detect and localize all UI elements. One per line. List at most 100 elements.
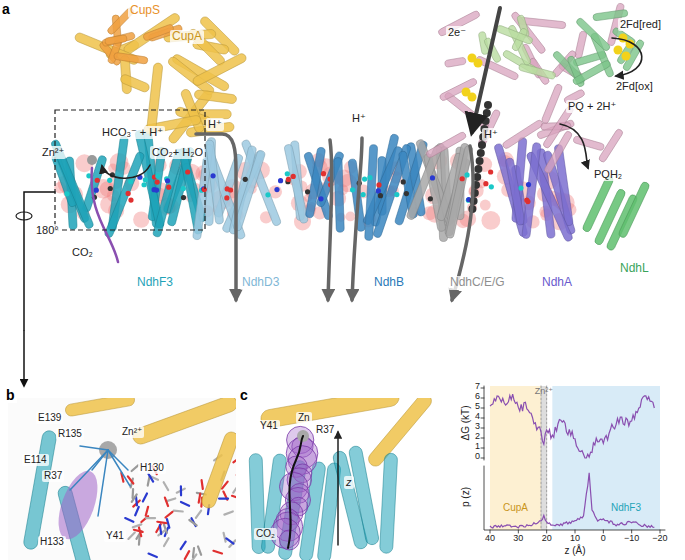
proton-path [328, 140, 332, 300]
residue-stick [160, 525, 161, 534]
residue-stick [132, 494, 137, 501]
zinc-sphere [87, 155, 97, 165]
molecule-label: CO₂ [254, 528, 277, 540]
residue-atom [524, 197, 529, 202]
quinone-channel [477, 149, 485, 157]
transmembrane-helix [348, 445, 380, 546]
subunit-name: CupA [170, 30, 204, 44]
panel-a-art [16, 3, 650, 330]
x-axis [484, 466, 665, 530]
residue-atom [128, 197, 133, 202]
x-tick [660, 530, 661, 533]
molecule-label: CO₂ [70, 246, 95, 259]
residue-atom [181, 195, 186, 200]
tick-label: 7 [466, 381, 482, 391]
coordination-stick [98, 450, 108, 516]
residue-label: R37 [42, 470, 64, 482]
residue-label: H133 [38, 536, 66, 548]
hydrophilic-arm-helix [439, 77, 478, 101]
residue-label: R37 [314, 424, 336, 436]
residue-stick [149, 554, 157, 557]
residue-stick [131, 489, 134, 498]
residue-atom [202, 187, 207, 192]
residue-atom [94, 188, 99, 193]
residue-stick [133, 524, 141, 527]
ion-label: Zn²⁺ [40, 146, 66, 159]
y-tick [481, 438, 484, 439]
y-tick [481, 458, 484, 459]
hydrophilic-arm-helix [437, 10, 480, 37]
residue-stick [164, 482, 169, 490]
iron-sulfur-cluster [474, 59, 483, 68]
residue-stick [167, 498, 176, 501]
residue-stick [128, 533, 134, 539]
transmembrane-helix [365, 144, 378, 240]
free-energy-plot [481, 386, 665, 533]
residue-stick [134, 530, 143, 532]
residue-atom [489, 184, 494, 189]
residue-atom [460, 176, 465, 181]
residue-atom [243, 177, 248, 182]
tick-label: 1 [466, 441, 482, 451]
residue-stick [233, 485, 236, 492]
quinone-channel [479, 133, 487, 141]
cupa-helix [147, 63, 163, 131]
band-label: CupA [501, 502, 530, 514]
y-tick [481, 388, 484, 389]
residue-atom [518, 185, 523, 190]
ferredoxin-label: 2Fd[ox] [614, 80, 655, 93]
residue-atom [394, 192, 399, 197]
cupa-band [490, 386, 541, 530]
ion-label: H⁺ [482, 128, 500, 141]
electron-arrow [472, 8, 500, 132]
residue-stick [181, 542, 186, 549]
ion-label: H⁺ [206, 118, 224, 131]
y-tick [481, 448, 484, 449]
cupa-helix [119, 73, 150, 93]
residue-stick [189, 520, 196, 525]
tick-label: 0 [599, 533, 608, 543]
residue-stick [132, 465, 139, 471]
coordination-stick [108, 450, 130, 486]
residue-stick [164, 538, 169, 546]
residue-stick [174, 509, 183, 512]
quinone-channel [484, 101, 492, 109]
co2-path [92, 168, 118, 262]
cupa-helix [200, 430, 236, 510]
residue-stick [135, 507, 138, 515]
panel-b-art [8, 398, 236, 560]
cups-strand [105, 35, 128, 46]
figure-panel: c [238, 386, 683, 558]
residue-stick [219, 497, 228, 499]
transmembrane-helix [152, 148, 183, 237]
cupa-helix [131, 398, 236, 446]
transmembrane-helix [23, 430, 58, 551]
residue-atom [143, 177, 148, 182]
figure-panel: b [4, 386, 236, 558]
hydrophilic-arm-helix [444, 57, 466, 67]
zoom-arrow [23, 330, 25, 386]
zoom-leader [24, 192, 55, 330]
residue-atom [185, 169, 190, 174]
residue-atom [285, 171, 290, 176]
cups-strand [114, 52, 149, 64]
axis-title: ΔG (kT) [460, 403, 472, 442]
band-label: Zn²⁺ [533, 386, 555, 396]
tick-label: 40 [483, 533, 497, 543]
quinone-channel [474, 165, 482, 173]
figure-panel: a [0, 0, 685, 330]
ndhl-helix [618, 181, 651, 239]
hydrophilic-arm-helix [541, 83, 563, 124]
tick-label: 3 [466, 421, 482, 431]
residue-stick [139, 527, 141, 536]
residue-atom [210, 173, 215, 178]
residue-stick [198, 546, 201, 554]
residue-atom [430, 175, 435, 180]
residue-stick [166, 512, 173, 518]
residue-stick [233, 457, 236, 462]
axis-title: p (z) [460, 485, 472, 509]
residue-atom [151, 187, 156, 192]
ferredoxin-helix [575, 17, 611, 52]
zinc-band-edge [546, 386, 547, 530]
